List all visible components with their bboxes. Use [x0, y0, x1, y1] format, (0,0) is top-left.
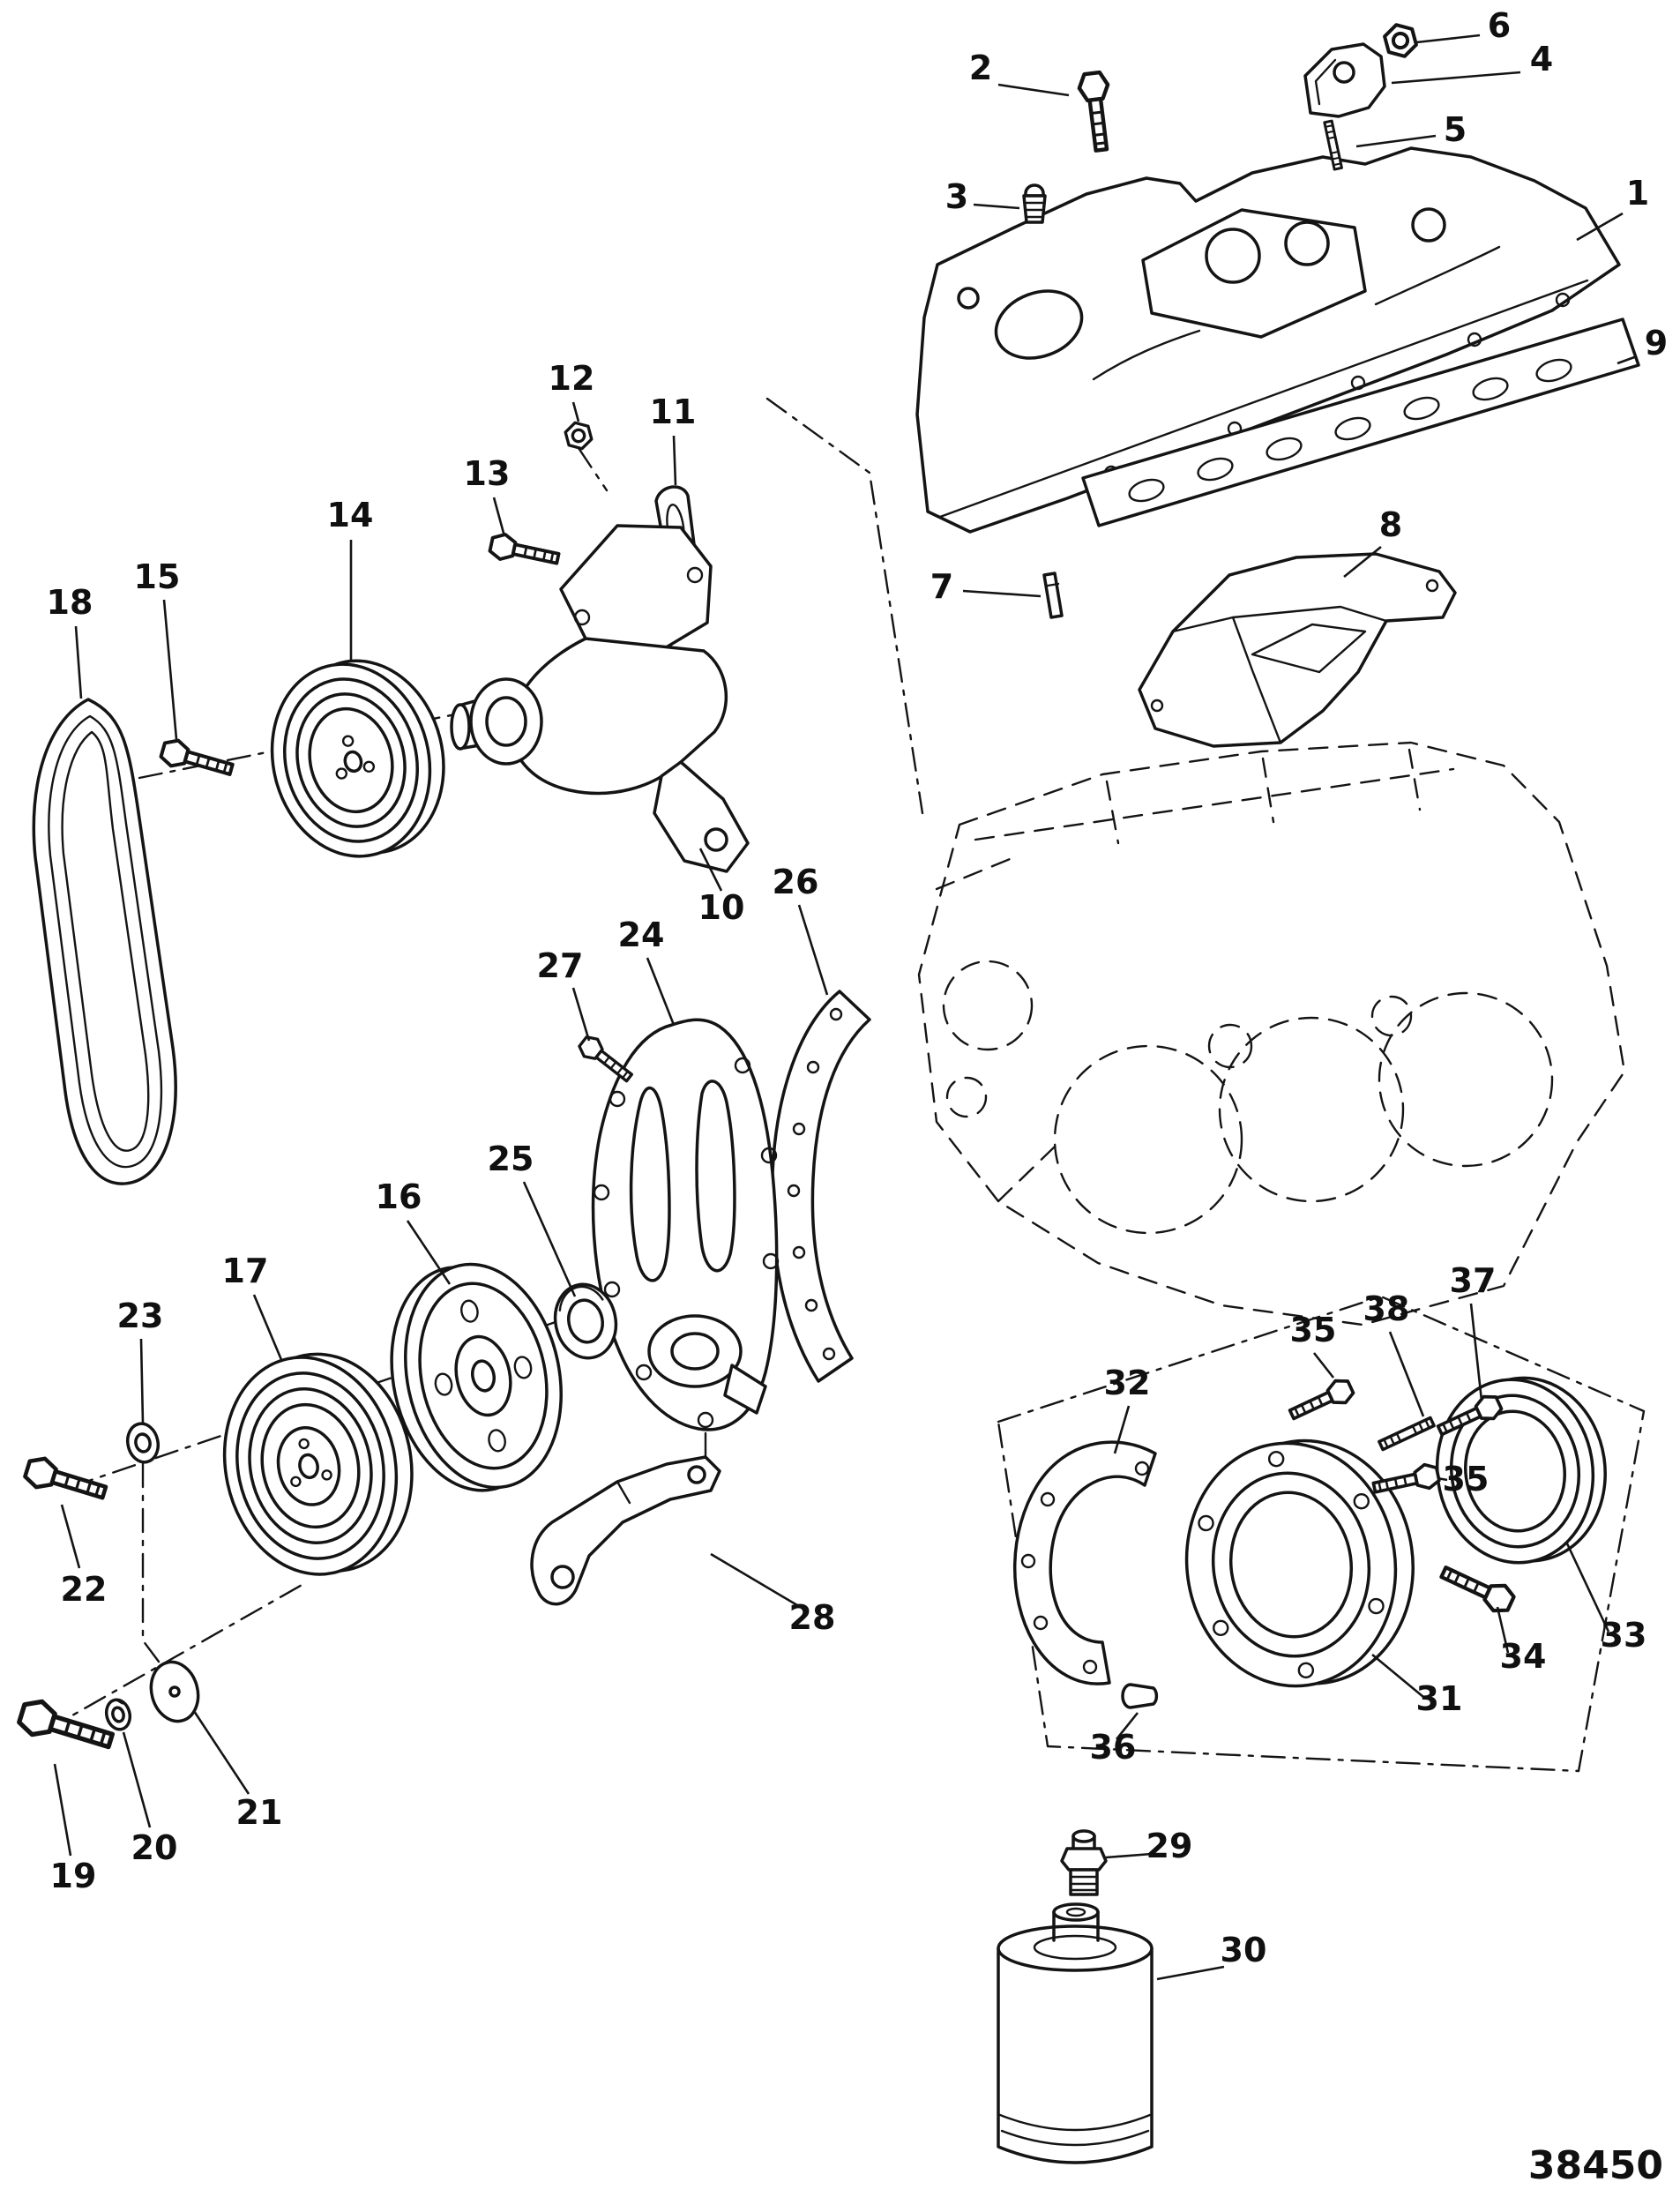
callout-label-4: 4 [1530, 40, 1553, 78]
rear-seal-housing [1184, 1439, 1415, 1688]
callout-label-18: 18 [47, 583, 93, 622]
callout-label-5: 5 [1444, 110, 1467, 149]
drawing-number: 38450 [1528, 2143, 1663, 2188]
callout-label-21: 21 [236, 1793, 283, 1832]
callout-label-37: 37 [1450, 1261, 1497, 1300]
timing-cover [591, 1018, 780, 1431]
lift-bracket-4 [1303, 42, 1386, 118]
plug-36 [1121, 1683, 1159, 1709]
oil-filter-fitting [1060, 1829, 1108, 1896]
callout-label-28: 28 [789, 1598, 836, 1637]
callout-label-13: 13 [464, 454, 511, 493]
callout-label-10: 10 [698, 888, 745, 927]
crankshaft-front-seal [553, 1282, 618, 1360]
cover-plate-8 [1138, 552, 1457, 748]
callout-label-9: 9 [1645, 324, 1668, 362]
callout-label-35b: 35 [1443, 1460, 1490, 1498]
harmonic-balancer [222, 1352, 414, 1576]
callout-label-30: 30 [1221, 1931, 1267, 1969]
callout-label-29: 29 [1146, 1827, 1193, 1865]
callout-label-22: 22 [61, 1570, 108, 1609]
callout-label-20: 20 [131, 1828, 178, 1867]
drive-belt [32, 698, 177, 1185]
nut-12 [562, 418, 595, 453]
callout-label-23: 23 [117, 1297, 164, 1335]
crankshaft-pulley [390, 1262, 563, 1492]
callout-label-2: 2 [969, 49, 992, 87]
stud-38 [1378, 1416, 1436, 1452]
hex-bolt-15 [160, 737, 235, 782]
callout-label-33: 33 [1601, 1616, 1647, 1655]
timing-cover-gasket [770, 990, 871, 1383]
callout-label-7: 7 [930, 567, 953, 606]
leader-lines [53, 34, 1638, 1981]
callout-label-15: 15 [134, 557, 181, 596]
intake-manifold [915, 146, 1621, 534]
slinger-disc-21 [149, 1660, 200, 1723]
callout-label-8: 8 [1379, 505, 1402, 544]
callout-label-6: 6 [1488, 6, 1511, 45]
intake-manifold-gasket [1081, 318, 1640, 527]
nut-6 [1383, 21, 1419, 60]
hex-bolt-35a [1285, 1374, 1358, 1427]
hex-bolt-34 [1437, 1559, 1516, 1616]
hex-bolt-22 [23, 1454, 108, 1506]
callout-labels: 1 2 3 4 5 6 7 8 9 10 11 12 13 14 15 16 1… [47, 6, 1669, 1969]
hex-bolt-2 [1078, 71, 1116, 152]
callout-label-24: 24 [618, 915, 665, 954]
callout-label-16: 16 [376, 1177, 422, 1216]
callout-label-35a: 35 [1290, 1311, 1337, 1349]
callout-label-36: 36 [1090, 1728, 1137, 1767]
callout-label-19: 19 [50, 1857, 97, 1895]
dowel-pin-7 [1042, 572, 1064, 619]
callout-label-11: 11 [650, 392, 697, 431]
callout-label-17: 17 [222, 1252, 269, 1290]
hex-bolt-19 [17, 1697, 116, 1757]
rear-seal-housing-gasket [1013, 1440, 1157, 1685]
oil-filter [997, 1902, 1154, 2164]
callout-label-14: 14 [327, 496, 374, 534]
hex-bolt-13 [487, 530, 563, 573]
callout-label-34: 34 [1500, 1637, 1547, 1676]
callout-label-27: 27 [537, 946, 584, 985]
callout-label-38: 38 [1363, 1289, 1410, 1328]
washer-23 [126, 1422, 160, 1464]
callout-label-1: 1 [1626, 174, 1649, 213]
callout-label-26: 26 [773, 863, 819, 901]
callout-label-3: 3 [945, 177, 968, 216]
engine-block-ghost [917, 741, 1626, 1326]
fitting-3 [1022, 183, 1047, 224]
callout-label-12: 12 [549, 359, 595, 398]
rear-main-seal [1435, 1376, 1607, 1565]
water-pump [450, 524, 750, 873]
callout-label-25: 25 [488, 1140, 534, 1178]
water-pump-pulley [270, 659, 445, 858]
bracket-28 [530, 1455, 721, 1606]
callout-label-31: 31 [1416, 1679, 1463, 1718]
callout-label-32: 32 [1104, 1364, 1151, 1402]
lock-washer-20 [104, 1698, 132, 1731]
